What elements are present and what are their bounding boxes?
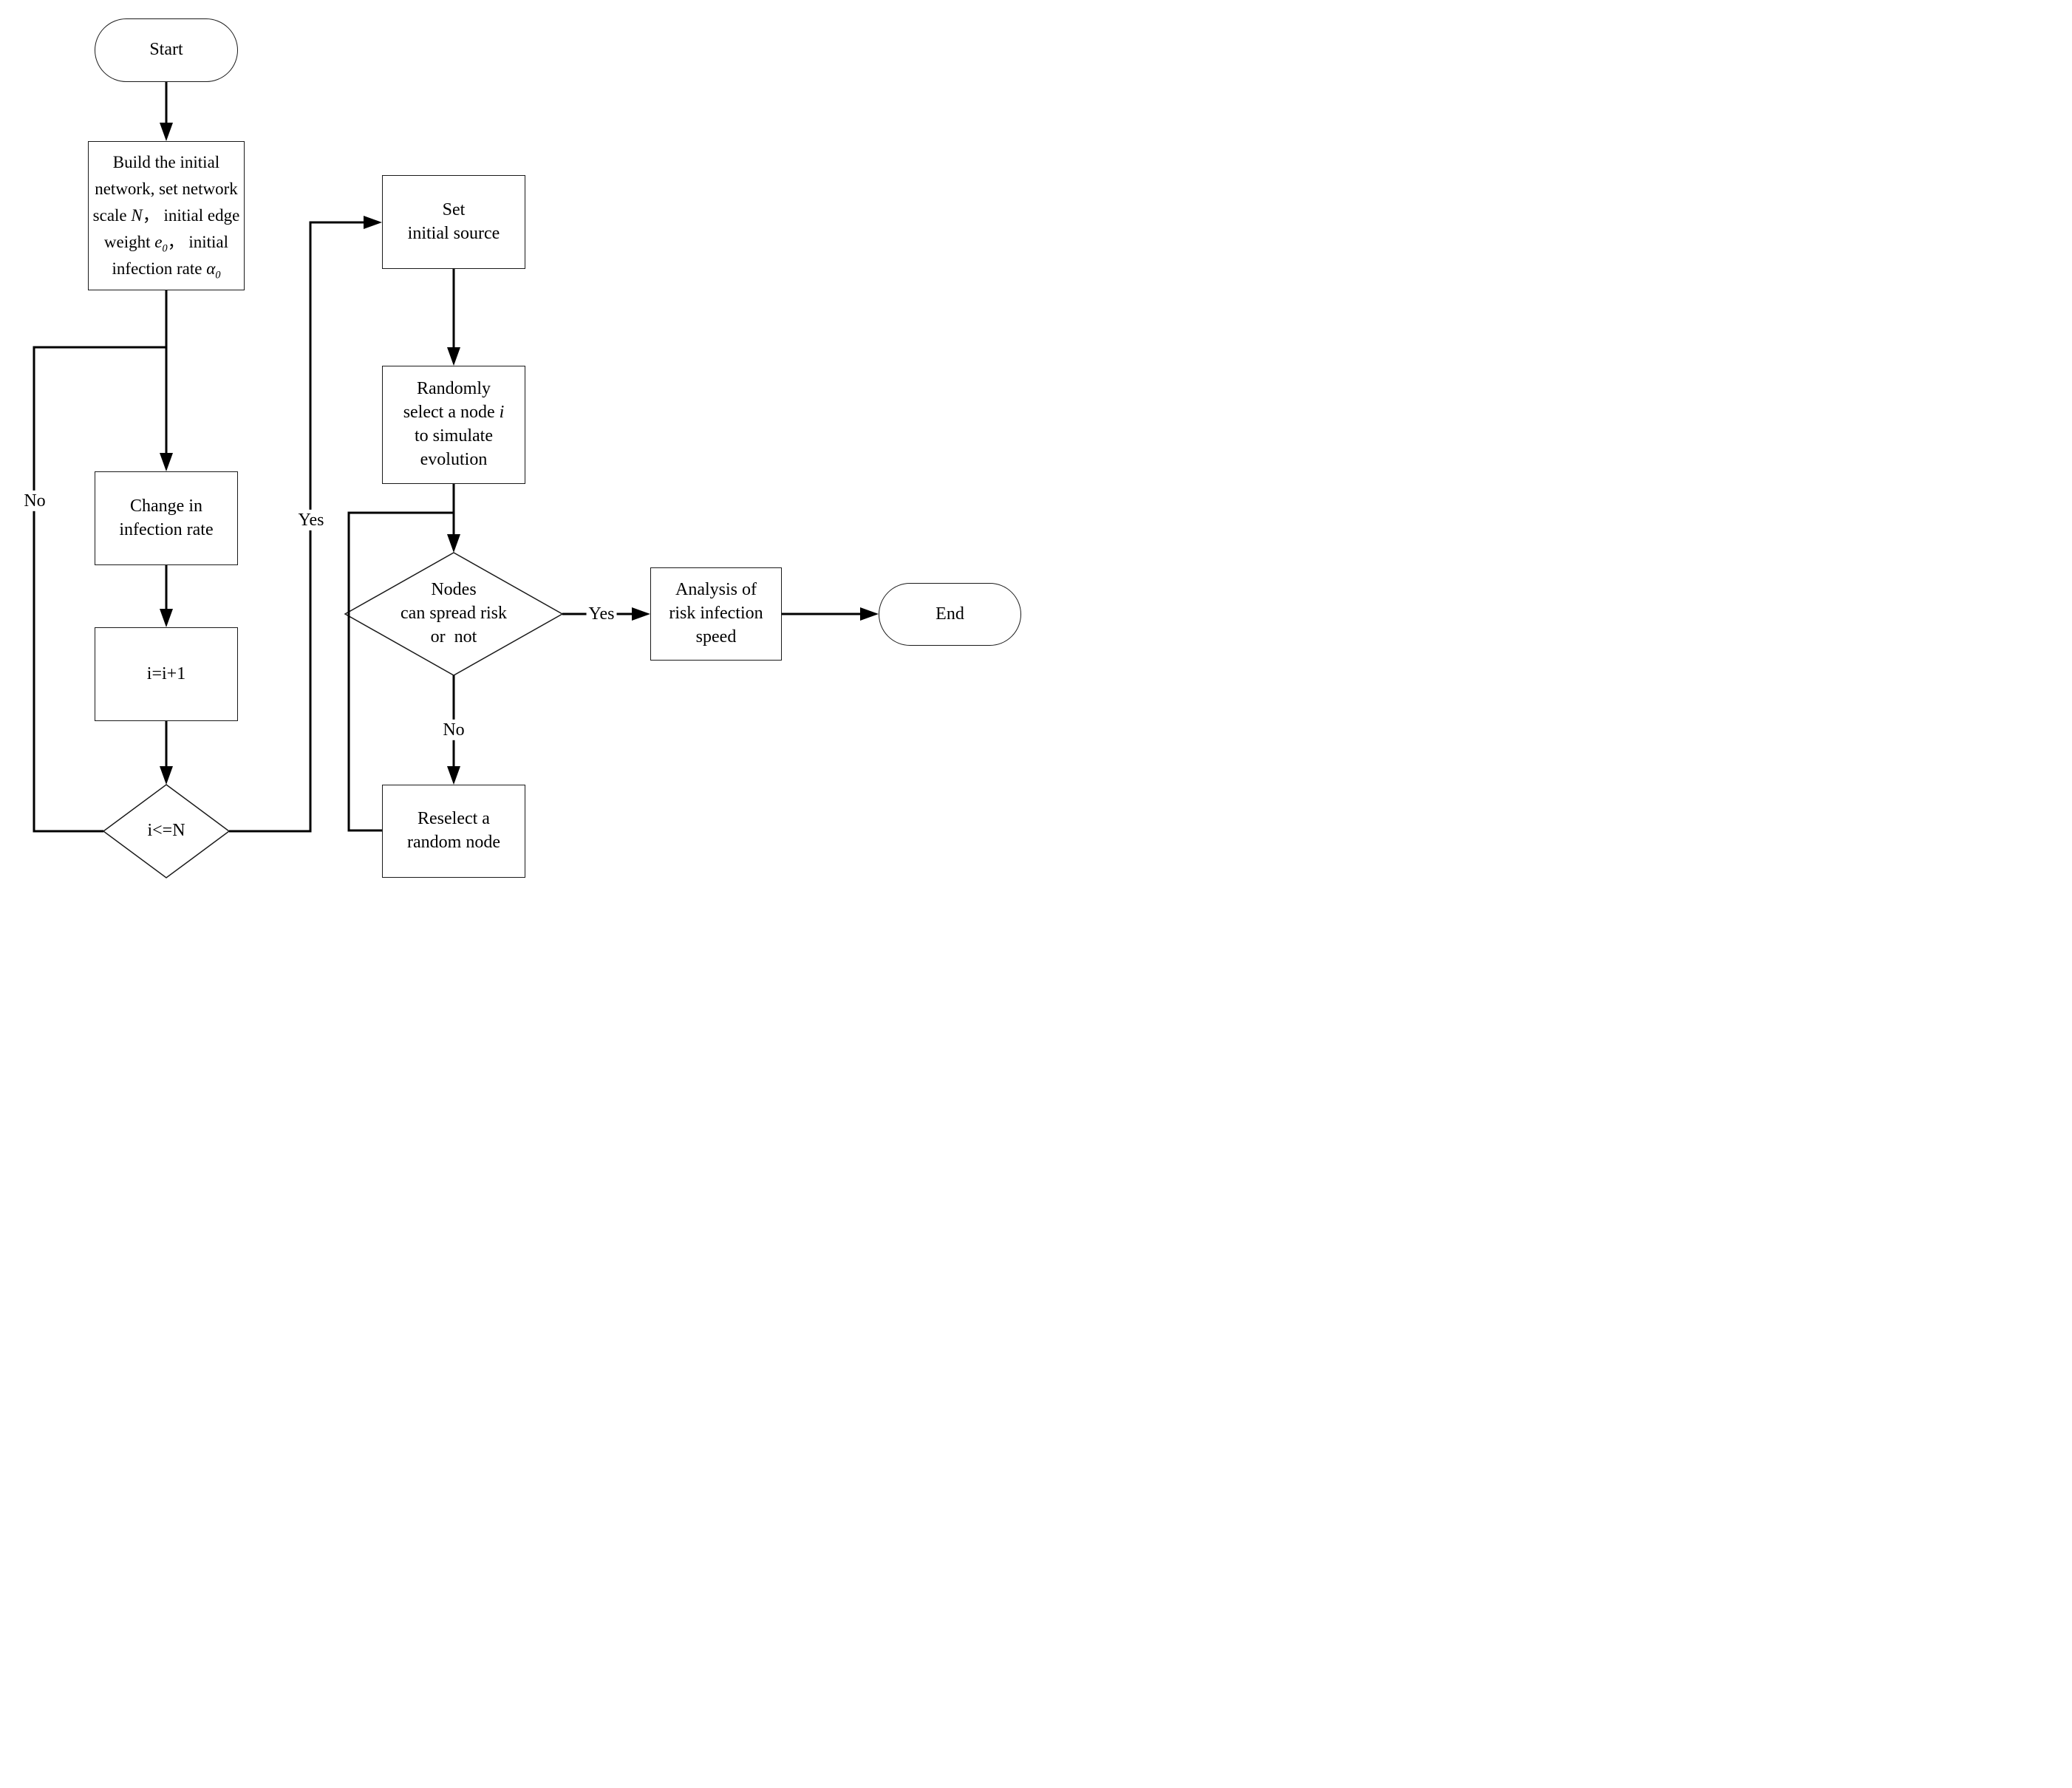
flowchart-connectors <box>33 82 879 878</box>
flowchart-canvas: Start Build the initial network, set net… <box>0 0 1036 894</box>
arrowhead-random-spread <box>447 534 460 553</box>
decision-i-le-n-shape <box>102 784 231 878</box>
node-randomly-select-node: Randomly select a node i to simulate evo… <box>382 366 525 484</box>
label-spread-no: No <box>440 719 467 741</box>
arrowhead-increment-check <box>160 766 173 785</box>
arrowhead-setsource-random <box>447 347 460 366</box>
reselect-random-node-label: Reselect a random node <box>407 809 500 852</box>
analysis-infection-speed-label: Analysis of risk infection speed <box>669 580 763 646</box>
label-spread-yes: Yes <box>586 603 617 625</box>
node-end: End <box>879 583 1021 646</box>
increment-i-label: i=i+1 <box>146 663 186 683</box>
set-initial-source-label: Set initial source <box>407 199 500 243</box>
end-label: End <box>936 604 964 624</box>
node-increment-i: i=i+1 <box>95 627 238 721</box>
node-change-infection-rate: Change in infection rate <box>95 471 238 565</box>
node-set-initial-source: Set initial source <box>382 175 525 269</box>
node-analysis-infection-speed: Analysis of risk infection speed <box>650 567 782 661</box>
change-infection-rate-label: Change in infection rate <box>119 496 214 539</box>
edge-check-no-loop <box>33 346 166 833</box>
start-label: Start <box>149 40 183 60</box>
arrowhead-spread-yes <box>632 607 650 621</box>
arrowhead-check-yes <box>364 216 382 229</box>
arrowhead-build-change <box>160 453 173 471</box>
node-reselect-random-node: Reselect a random node <box>382 785 525 878</box>
edge-reselect-loop <box>347 511 454 832</box>
arrowhead-change-increment <box>160 609 173 627</box>
node-start: Start <box>95 18 238 82</box>
arrowhead-spread-no <box>447 766 460 785</box>
arrowhead-analysis-end <box>860 607 879 621</box>
arrowhead-start-build <box>160 123 173 141</box>
label-check-no: No <box>21 490 48 512</box>
label-check-yes: Yes <box>296 509 327 531</box>
decision-spread-risk-shape <box>344 552 564 676</box>
node-build-network: Build the initial network, set network s… <box>88 141 245 290</box>
build-network-label: Build the initial network, set network s… <box>92 153 240 281</box>
randomly-select-node-label: Randomly select a node i to simulate evo… <box>403 379 505 469</box>
